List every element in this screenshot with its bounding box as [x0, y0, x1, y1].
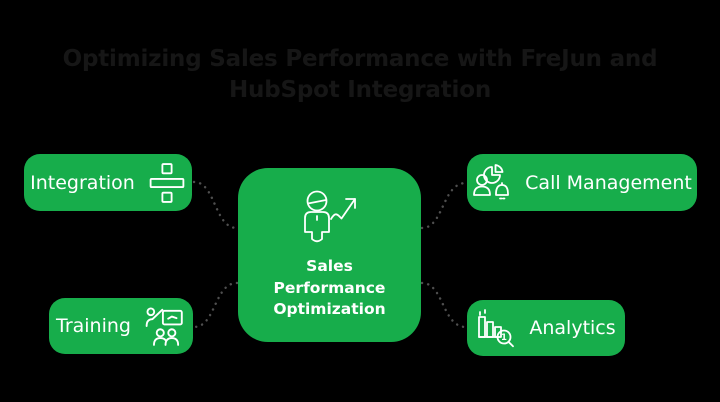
node-sales-performance-optimization: Sales Performance Optimization	[238, 168, 421, 342]
call-management-label: Call Management	[525, 171, 692, 194]
connector-center-training	[192, 281, 239, 329]
analytics-label: Analytics	[529, 317, 616, 339]
connector-center-analytics	[420, 281, 468, 329]
pie-person-bell-icon	[473, 163, 510, 199]
node-analytics: 1 Analytics	[467, 300, 625, 356]
page-title: Optimizing Sales Performance with FreJun…	[62, 46, 658, 104]
node-integration: Integration	[24, 154, 192, 211]
node-call-management: Call Management	[467, 154, 697, 211]
connector-integration-center	[192, 180, 239, 230]
center-node-label: Sales Performance Optimization	[273, 257, 386, 319]
presentation-training-icon	[145, 307, 183, 346]
node-training: Training	[49, 298, 193, 354]
person-growth-arrow-icon	[303, 190, 356, 243]
bar-chart-magnifier-icon: 1	[478, 309, 515, 348]
training-label: Training	[56, 315, 131, 337]
connector-center-call-management	[420, 181, 468, 230]
merge-divide-icon	[149, 162, 185, 203]
integration-label: Integration	[30, 171, 135, 194]
analytics-badge: 1	[501, 333, 507, 343]
